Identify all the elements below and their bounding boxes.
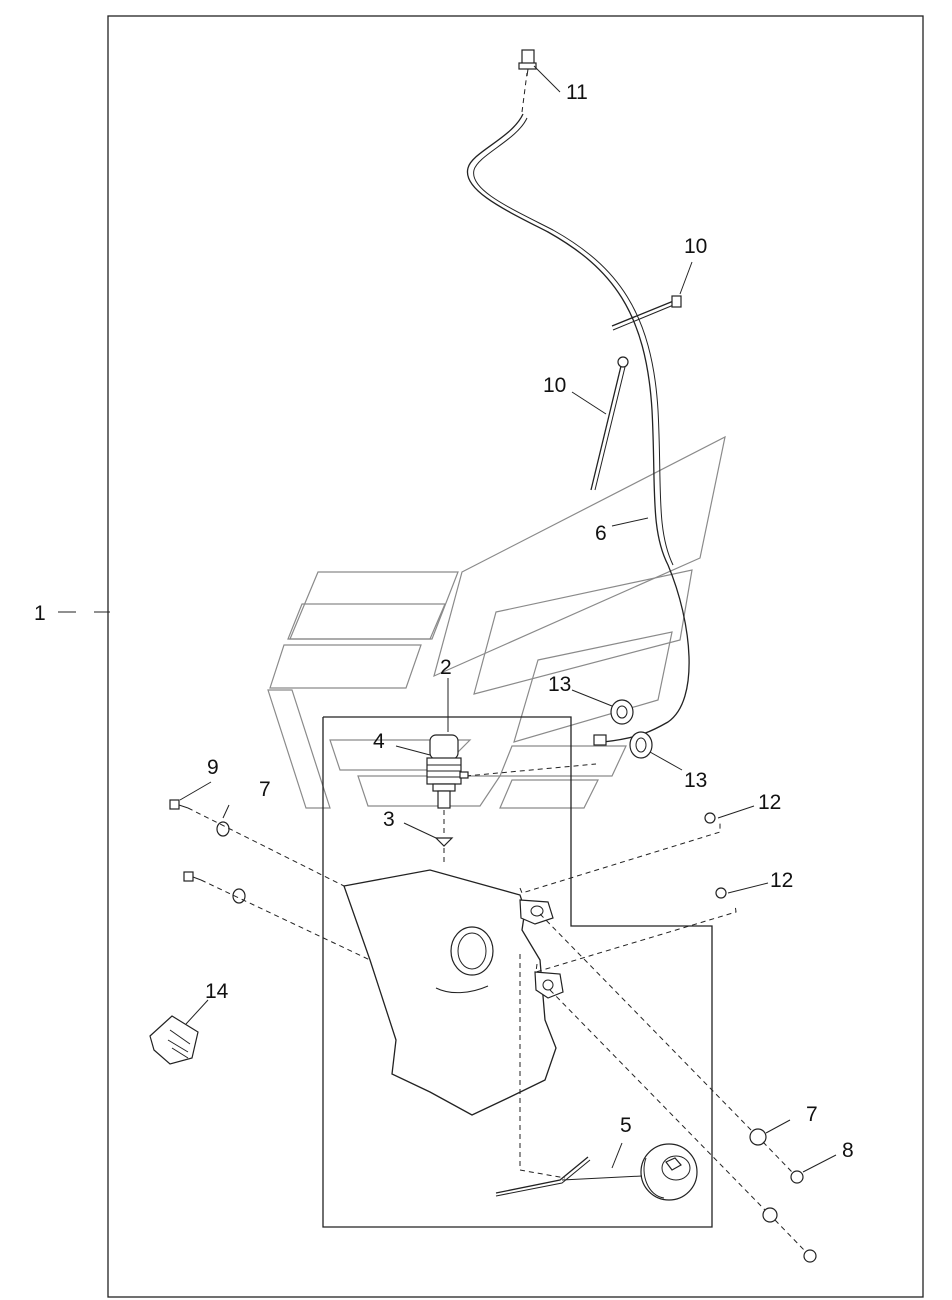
callout-7-left: 7 [259, 778, 271, 801]
callout-7-right: 7 [806, 1103, 818, 1126]
filler-cap [640, 1143, 698, 1201]
leader-lines [58, 65, 837, 1173]
callout-3: 3 [383, 808, 395, 831]
tank-subassembly-frame [322, 716, 713, 1228]
watermark-logo [267, 435, 726, 809]
hose-nozzle [518, 49, 537, 77]
washer-left-upper [216, 821, 230, 837]
callout-13-lower: 13 [684, 769, 707, 792]
callout-2: 2 [440, 656, 452, 679]
bolt-lower-left [183, 871, 202, 882]
grommet-lower [629, 731, 653, 759]
callout-11: 11 [566, 81, 588, 104]
callout-6: 6 [595, 522, 607, 545]
bolt-upper-left [169, 799, 189, 810]
callout-8: 8 [842, 1139, 854, 1162]
bolt-right-lower [803, 1249, 817, 1263]
callout-10-upper: 10 [684, 235, 707, 258]
bolt-right [790, 1170, 804, 1184]
cable-tie-upper [611, 295, 682, 331]
callout-9: 9 [207, 756, 219, 779]
callout-12-lower: 12 [770, 869, 793, 892]
cable-tie-lower [590, 356, 629, 491]
nut-right-upper [704, 812, 716, 824]
callout-12-upper: 12 [758, 791, 781, 814]
callout-10-lower: 10 [543, 374, 566, 397]
pump-grommet [434, 810, 454, 866]
washer-reservoir [343, 869, 564, 1116]
washer-right [749, 1128, 767, 1146]
washer-pump [426, 734, 469, 809]
nut-right-lower [715, 887, 727, 899]
callout-4: 4 [373, 730, 385, 753]
level-sensor [149, 1015, 199, 1065]
cap-strap [495, 954, 643, 1197]
callout-13-upper: 13 [548, 673, 571, 696]
grommet-upper [610, 699, 634, 725]
callout-1: 1 [34, 602, 46, 625]
washer-hose [466, 113, 690, 743]
washer-right-lower [762, 1207, 778, 1223]
callout-14: 14 [205, 980, 229, 1003]
assembly-frame [107, 15, 924, 1298]
callout-5: 5 [620, 1114, 632, 1137]
